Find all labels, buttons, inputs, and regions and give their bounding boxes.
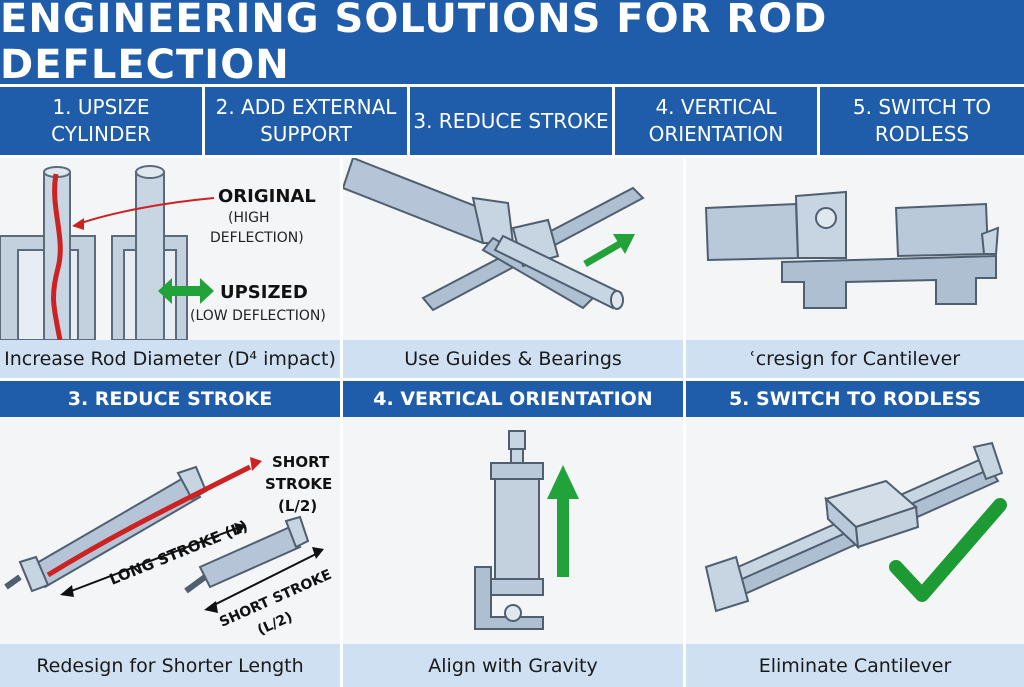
reduce-stroke-illustration: SHORT STROKE (L/2) LONG STROKE (L) SHORT… [4,453,334,639]
header-switch-to-rodless-bottom: 5. SWITCH TO RODLESS [686,381,1024,417]
divider [0,155,1024,158]
short-stroke-label-1: SHORT [272,453,330,471]
panel-switch-to-rodless [686,417,1024,644]
panel-upsize-cylinder: ORIGINAL (HIGH DEFLECTION) UPSIZED (LOW … [0,158,340,340]
caption-use-guides-bearings: Use Guides & Bearings [343,340,683,378]
divider [683,158,686,378]
header-add-external-support: 2. ADD EXTERNAL SUPPORT [205,87,410,155]
header-upsize-cylinder: 1. UPSIZE CYLINDER [0,87,205,155]
panel-vertical-orientation [343,417,683,644]
vertical-orientation-illustration [474,430,579,630]
cantilever-redesign-illustration [704,190,1000,309]
short-stroke-label-2: STROKE [265,475,332,493]
header-switch-to-rodless: 5. SWITCH TO RODLESS [820,87,1024,155]
rodless-cylinder-illustration [704,441,1007,613]
caption-redesign-cantilever: ʿcresign for Cantilever [686,340,1024,378]
caption-align-with-gravity: Align with Gravity [343,644,683,687]
caption-increase-rod-diameter: Increase Rod Diameter (D⁴ impact) [0,340,340,378]
header-reduce-stroke: 3. REDUCE STROKE [410,87,615,155]
guides-bearings-illustration [343,158,645,312]
divider [340,381,343,687]
page-title: ENGINEERING SOLUTIONS FOR ROD DEFLECTION [0,0,1024,88]
upsized-sub: (LOW DEFLECTION) [190,308,326,324]
header-vertical-orientation-bottom: 4. VERTICAL ORIENTATION [343,381,683,417]
caption-eliminate-cantilever: Eliminate Cantilever [686,644,1024,687]
caption-redesign-shorter-length: Redesign for Shorter Length [0,644,340,687]
original-sub1: (HIGH [228,210,270,226]
upsize-cylinder-illustration: ORIGINAL (HIGH DEFLECTION) UPSIZED (LOW … [0,165,326,340]
header-reduce-stroke-bottom: 3. REDUCE STROKE [0,381,340,417]
upsized-label: UPSIZED [220,282,308,303]
short-stroke-label-3: (L/2) [278,497,317,515]
header-vertical-orientation: 4. VERTICAL ORIENTATION [615,87,820,155]
panel-redesign-cantilever [686,158,1024,340]
divider [0,378,1024,381]
divider [683,381,686,687]
divider [340,158,343,378]
panel-add-external-support [343,158,683,340]
original-label: ORIGINAL [218,186,316,207]
panel-reduce-stroke: SHORT STROKE (L/2) LONG STROKE (L) SHORT… [0,417,340,644]
original-sub2: DEFLECTION) [210,230,304,246]
